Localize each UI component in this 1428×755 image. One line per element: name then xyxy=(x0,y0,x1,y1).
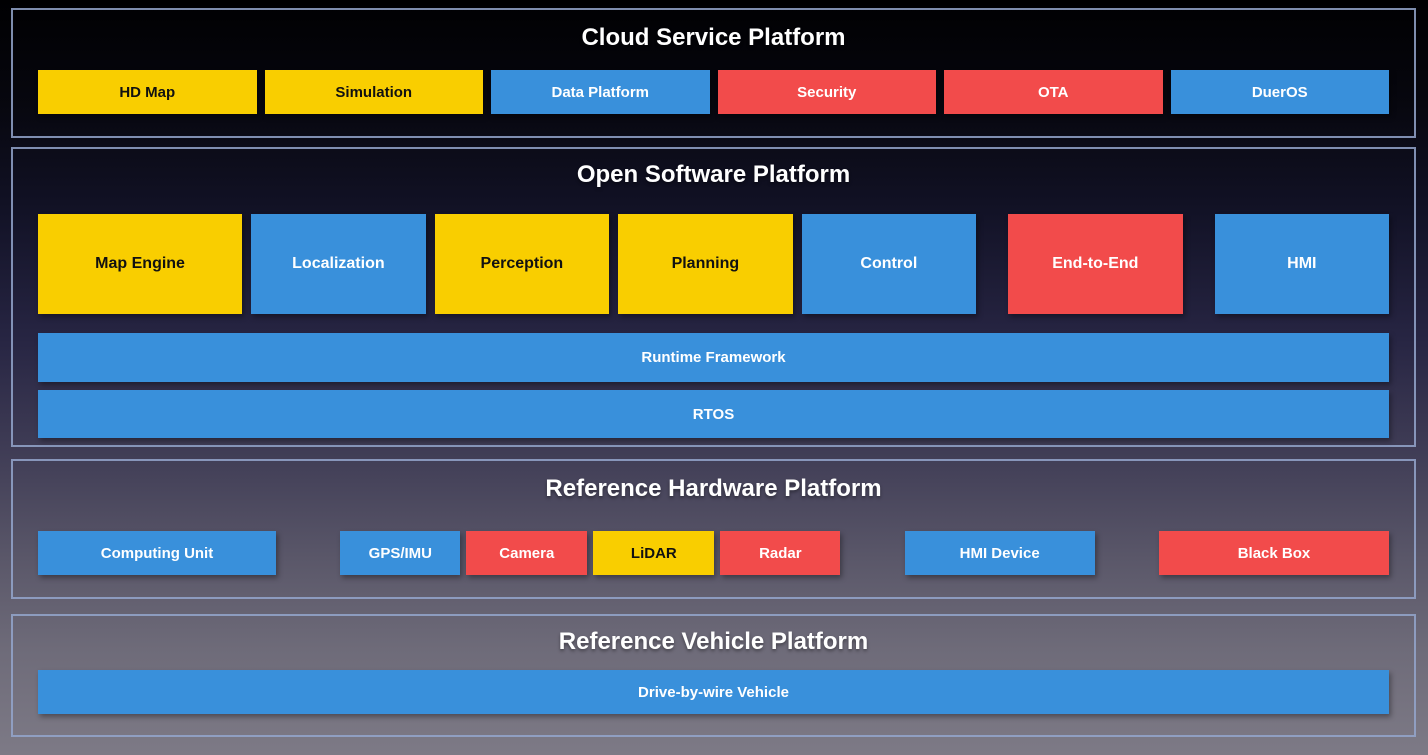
open-software-platform-title: Open Software Platform xyxy=(576,161,851,188)
box-radar: Radar xyxy=(720,531,841,575)
box-dueros: DuerOS xyxy=(1170,70,1389,114)
box-planning: Planning xyxy=(618,214,793,314)
bar-runtime-framework: Runtime Framework xyxy=(38,333,1389,382)
reference-hardware-platform-title: Reference Hardware Platform xyxy=(545,475,882,502)
box-camera: Camera xyxy=(466,531,588,575)
reference-vehicle-platform-section: Reference Vehicle Platform Drive-by-wire… xyxy=(11,614,1416,737)
box-hd-map: HD Map xyxy=(38,70,257,114)
box-computing-unit: Computing Unit xyxy=(38,531,276,575)
reference-hardware-platform-section: Reference Hardware Platform Computing Un… xyxy=(11,459,1416,599)
sensor-group: GPS/IMU Camera LiDAR Radar xyxy=(340,531,841,575)
box-lidar: LiDAR xyxy=(593,531,715,575)
bar-drive-by-wire-vehicle: Drive-by-wire Vehicle xyxy=(38,670,1389,714)
cloud-service-platform-section: Cloud Service Platform HD Map Simulation… xyxy=(11,8,1416,138)
box-security: Security xyxy=(717,70,936,114)
software-boxes-row: Map Engine Localization Perception Plann… xyxy=(38,214,1390,314)
box-black-box: Black Box xyxy=(1158,531,1389,575)
reference-vehicle-platform-title: Reference Vehicle Platform xyxy=(558,628,869,655)
box-hmi-device: HMI Device xyxy=(904,531,1095,575)
box-simulation: Simulation xyxy=(264,70,483,114)
open-software-platform-section: Open Software Platform Map Engine Locali… xyxy=(11,147,1416,447)
cloud-service-platform-title: Cloud Service Platform xyxy=(581,24,846,51)
box-end-to-end: End-to-End xyxy=(1008,214,1183,314)
box-control: Control xyxy=(801,214,977,314)
box-perception: Perception xyxy=(434,214,610,314)
box-gps-imu: GPS/IMU xyxy=(340,531,461,575)
box-data-platform: Data Platform xyxy=(491,70,710,114)
hardware-boxes-row: Computing Unit GPS/IMU Camera LiDAR Rada… xyxy=(38,531,1389,575)
box-map-engine: Map Engine xyxy=(38,214,243,314)
box-hmi: HMI xyxy=(1214,214,1390,314)
bar-rtos: RTOS xyxy=(38,390,1389,438)
box-localization: Localization xyxy=(251,214,426,314)
box-ota: OTA xyxy=(944,70,1163,114)
cloud-boxes-row: HD Map Simulation Data Platform Security… xyxy=(38,70,1389,114)
